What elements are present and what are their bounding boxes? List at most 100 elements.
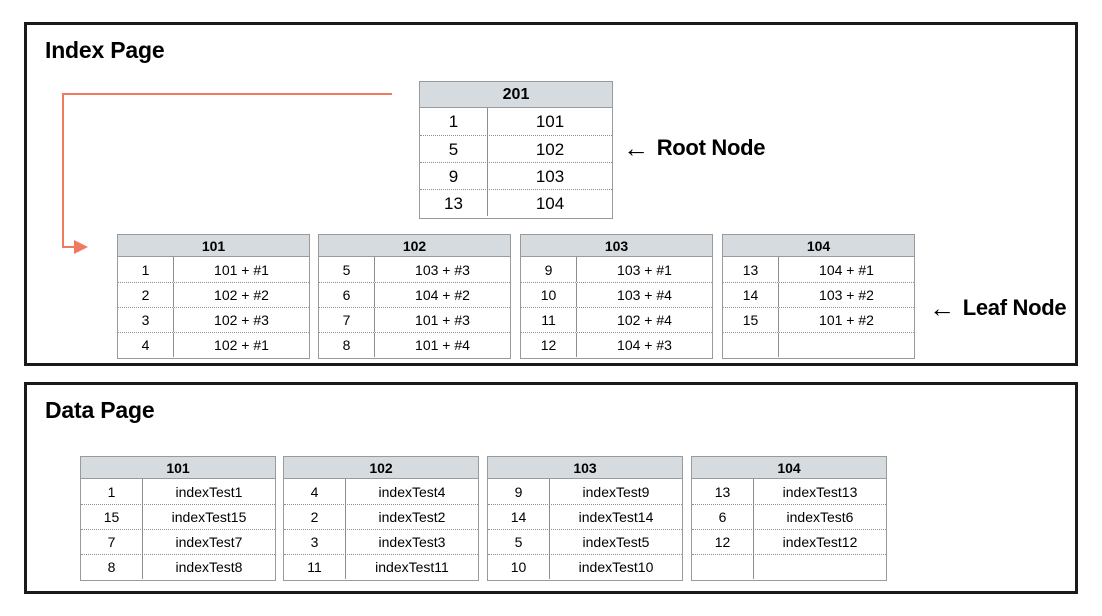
data-node-table-103: 103 9 indexTest9 14 indexTest14 5 indexT… (487, 456, 683, 581)
row-value: indexTest10 (578, 559, 654, 575)
table-row: 12 104 + #3 (521, 332, 712, 357)
row-key: 10 (521, 283, 577, 307)
data-node-header: 101 (81, 457, 275, 479)
row-value: indexTest11 (375, 559, 449, 575)
leaf-node-annotation-label: Leaf Node (962, 295, 1067, 320)
row-value: indexTest3 (378, 534, 446, 550)
row-key: 9 (420, 163, 488, 189)
table-row: 8 101 + #4 (319, 332, 510, 357)
table-row: 1 indexTest1 (81, 479, 275, 504)
row-value: indexTest9 (582, 483, 650, 500)
row-key (692, 555, 754, 579)
row-value: 101 + #3 (415, 312, 470, 328)
table-row: 14 103 + #2 (723, 282, 914, 307)
leaf-node-annotation: ← Leaf Node (929, 293, 1067, 323)
table-row-empty (692, 554, 886, 579)
leaf-node-header: 103 (521, 235, 712, 257)
table-row: 9 indexTest9 (488, 479, 682, 504)
row-value: indexTest12 (782, 534, 858, 550)
row-value: 102 + #3 (214, 312, 269, 328)
table-row: 7 101 + #3 (319, 307, 510, 332)
row-value: indexTest14 (578, 509, 654, 525)
row-key: 8 (81, 555, 143, 579)
row-value: indexTest15 (171, 509, 247, 525)
table-row: 1 101 + #1 (118, 257, 309, 282)
index-page-title: Index Page (45, 37, 165, 63)
row-value: 102 + #4 (617, 312, 672, 328)
table-row: 6 indexTest6 (692, 504, 886, 529)
table-row: 9 103 (420, 162, 612, 189)
row-key: 9 (488, 479, 550, 504)
leaf-node-table-101: 101 1 101 + #1 2 102 + #2 3 102 + #3 4 1… (117, 234, 310, 359)
row-key: 8 (319, 333, 375, 357)
row-key: 15 (723, 308, 779, 332)
row-value: indexTest6 (786, 509, 854, 525)
row-key: 12 (692, 530, 754, 554)
row-value: 103 + #2 (819, 287, 874, 303)
row-value: indexTest5 (582, 534, 650, 550)
row-value: 102 + #1 (214, 337, 269, 353)
row-key: 15 (81, 505, 143, 529)
table-row: 2 102 + #2 (118, 282, 309, 307)
data-node-table-102: 102 4 indexTest4 2 indexTest2 3 indexTes… (283, 456, 479, 581)
row-key: 1 (81, 479, 143, 504)
row-key: 5 (488, 530, 550, 554)
table-row: 11 102 + #4 (521, 307, 712, 332)
row-key: 11 (521, 308, 577, 332)
row-key: 4 (284, 479, 346, 504)
root-node-table: 201 1 101 5 102 9 103 13 104 (419, 81, 613, 219)
row-key: 5 (319, 257, 375, 282)
row-value: 104 + #2 (415, 287, 470, 303)
table-row: 10 103 + #4 (521, 282, 712, 307)
table-row: 1 101 (420, 108, 612, 135)
row-key: 1 (118, 257, 174, 282)
row-value: indexTest7 (175, 534, 243, 550)
table-row: 15 indexTest15 (81, 504, 275, 529)
row-value: indexTest4 (378, 483, 446, 500)
row-value: 104 + #3 (617, 337, 672, 353)
table-row: 6 104 + #2 (319, 282, 510, 307)
root-node-annotation: ← Root Node (623, 135, 766, 161)
row-value: 103 + #4 (617, 287, 672, 303)
row-value: 101 + #2 (819, 312, 874, 328)
row-key: 9 (521, 257, 577, 282)
row-key: 13 (692, 479, 754, 504)
row-key: 11 (284, 555, 346, 579)
root-node-annotation-label: Root Node (656, 135, 766, 160)
table-row: 7 indexTest7 (81, 529, 275, 554)
index-page-panel: Index Page 201 1 101 5 102 9 103 13 104 … (24, 22, 1078, 366)
table-row: 3 102 + #3 (118, 307, 309, 332)
table-row: 10 indexTest10 (488, 554, 682, 579)
row-key: 13 (723, 257, 779, 282)
table-row-empty (723, 332, 914, 357)
row-key: 7 (319, 308, 375, 332)
row-value: 101 + #4 (415, 337, 470, 353)
row-value: indexTest8 (175, 559, 243, 575)
table-row: 2 indexTest2 (284, 504, 478, 529)
row-value: 101 (535, 112, 565, 131)
left-arrow-icon: ← (929, 293, 955, 323)
row-value: 102 + #2 (214, 287, 269, 303)
table-row: 12 indexTest12 (692, 529, 886, 554)
row-key: 1 (420, 108, 488, 135)
row-key: 14 (723, 283, 779, 307)
leaf-node-header: 104 (723, 235, 914, 257)
leaf-node-header: 102 (319, 235, 510, 257)
row-key: 6 (319, 283, 375, 307)
row-key: 3 (118, 308, 174, 332)
row-value: 104 (535, 193, 565, 213)
row-key: 2 (284, 505, 346, 529)
row-key: 10 (488, 555, 550, 579)
data-node-header: 102 (284, 457, 478, 479)
table-row: 13 104 + #1 (723, 257, 914, 282)
table-row: 3 indexTest3 (284, 529, 478, 554)
data-page-title: Data Page (45, 397, 155, 423)
row-value: 103 + #3 (415, 261, 470, 278)
row-value: indexTest2 (378, 509, 446, 525)
table-row: 9 103 + #1 (521, 257, 712, 282)
row-value: 103 (535, 166, 565, 186)
row-key: 5 (420, 136, 488, 162)
row-value: 103 + #1 (617, 261, 672, 278)
row-value (754, 555, 886, 579)
